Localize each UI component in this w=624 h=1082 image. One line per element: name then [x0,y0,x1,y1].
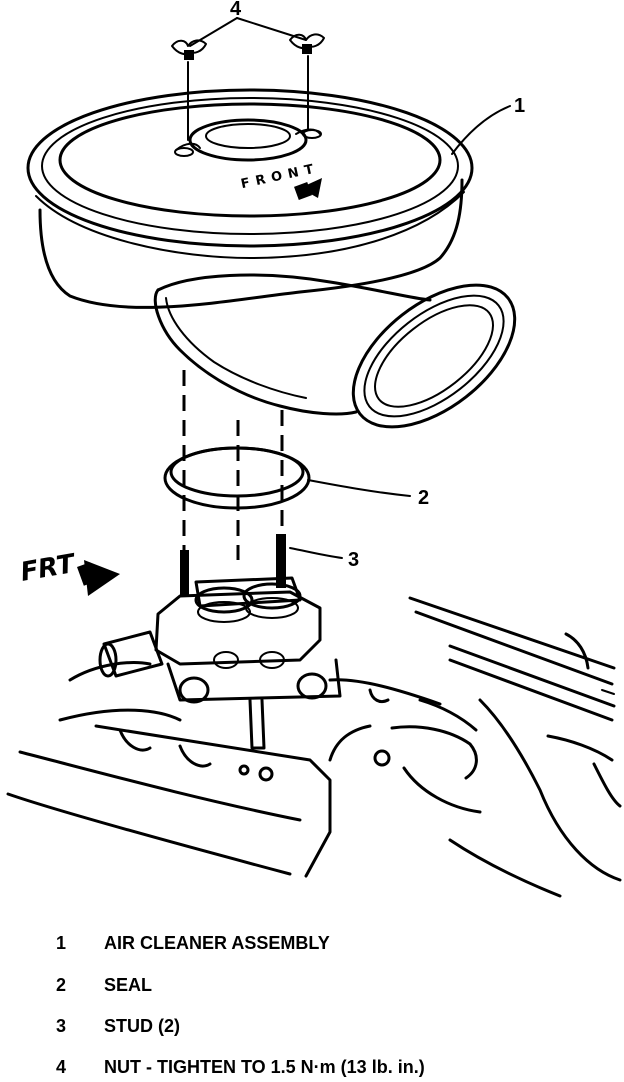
callout-2-leader [307,479,411,497]
legend-item-label: AIR CLEANER ASSEMBLY [104,933,330,953]
legend-item-number: 3 [56,1016,67,1036]
legend-item: 4 NUT - TIGHTEN TO 1.5 N·m (13 lb. in.) [0,1052,624,1082]
callout-2: 2 [418,487,429,509]
studs [180,534,286,596]
callout-1: 1 [514,95,525,117]
fender-panel [408,596,616,722]
legend-item-number: 2 [56,975,67,995]
exploded-diagram: 4 FRONT 1 [6,0,622,898]
legend-item: 1 AIR CLEANER ASSEMBLY [0,928,624,958]
intake-manifold [6,661,622,898]
callout-3: 3 [348,549,359,571]
throttle-body [98,576,342,750]
callout-3-leader [289,547,343,559]
seal-ring [163,446,311,510]
legend-item: 2 SEAL [0,970,624,1000]
frt-label: FRT [18,549,79,588]
frt-arrow-icon [84,560,120,596]
legend-item-label: NUT - TIGHTEN TO 1.5 N·m (13 lb. in.) [104,1057,425,1077]
air-cleaner-assembly: FRONT [26,88,517,429]
callout-1-leader [451,105,511,155]
legend-item: 3 STUD (2) [0,1011,624,1041]
callout-4-leader [189,17,307,47]
alignment-lines [182,370,284,560]
parts-legend: 1 AIR CLEANER ASSEMBLY 2 SEAL 3 STUD (2)… [0,900,624,1080]
legend-item-label: STUD (2) [104,1016,180,1036]
legend-item-number: 4 [56,1057,67,1077]
wing-nut-left [171,39,207,60]
legend-item-number: 1 [56,933,67,953]
wing-nut-right [289,33,325,54]
legend-item-label: SEAL [104,975,153,995]
callout-4: 4 [230,0,242,20]
